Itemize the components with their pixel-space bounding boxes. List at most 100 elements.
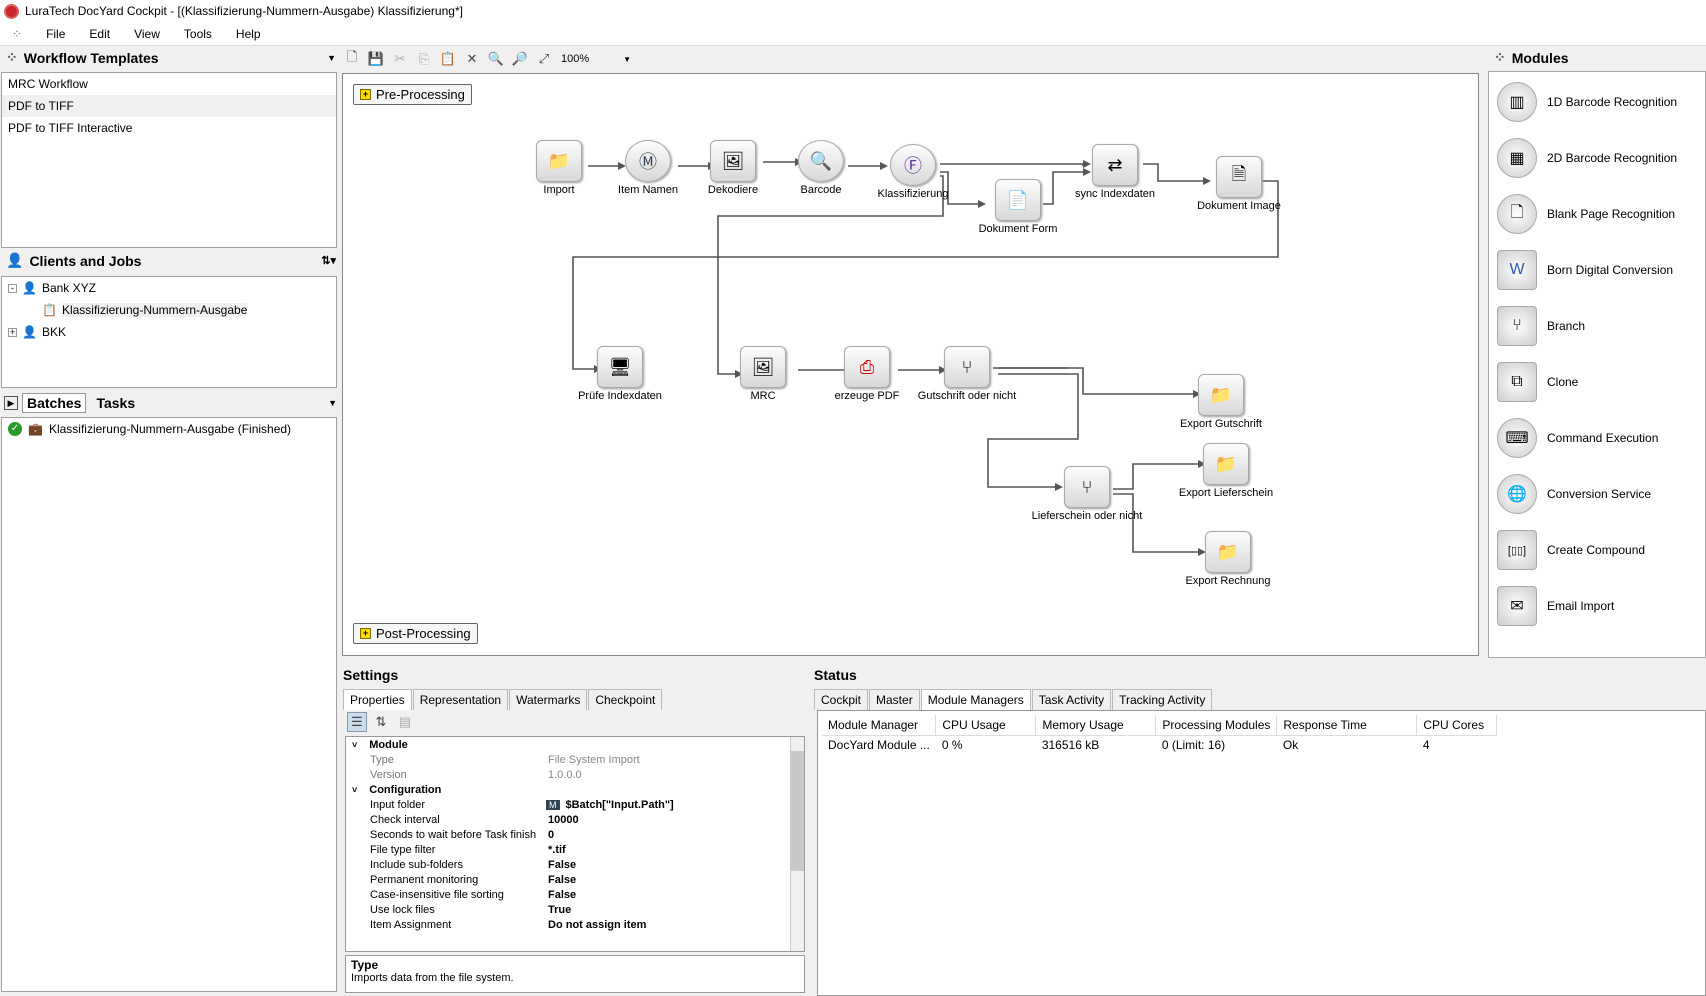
template-item[interactable]: PDF to TIFF <box>2 95 336 117</box>
group-post-processing[interactable]: +Post-Processing <box>353 623 478 644</box>
module-command-execution[interactable]: ⌨Command Execution <box>1497 418 1658 458</box>
prop-value[interactable]: 10000 <box>548 813 579 826</box>
table-row[interactable]: DocYard Module ... 0 % 316516 kB 0 (Limi… <box>822 735 1497 755</box>
prop-value[interactable]: $Batch["Input.Path"] <box>565 798 674 811</box>
column-header[interactable]: Processing Modules <box>1155 715 1278 736</box>
tab-cockpit[interactable]: Cockpit <box>814 689 869 710</box>
section-configuration[interactable]: ˅Configuration <box>346 782 804 797</box>
tab-task-activity[interactable]: Task Activity <box>1031 689 1112 710</box>
new-icon[interactable]: 🗋 <box>346 49 358 64</box>
tab-properties[interactable]: Properties <box>343 689 412 710</box>
node-gutschrift[interactable]: ⑂Gutschrift oder nicht <box>912 346 1022 402</box>
expand-icon[interactable]: + <box>360 89 371 100</box>
chevron-down-icon[interactable]: ˅ <box>352 784 358 795</box>
fit-icon[interactable]: ⤢ <box>538 51 550 66</box>
template-item[interactable]: PDF to TIFF Interactive <box>8 121 133 135</box>
paste-icon[interactable]: 📋 <box>439 51 457 66</box>
menu-tools[interactable]: Tools <box>183 26 212 41</box>
group-pre-processing[interactable]: +Pre-Processing <box>353 84 472 105</box>
zoom-out-icon[interactable]: 🔎 <box>511 51 529 66</box>
node-sync-indexdaten[interactable]: ⇄sync Indexdaten <box>1060 144 1170 200</box>
node-dokument-form[interactable]: 📄Dokument Form <box>963 179 1073 235</box>
module-1d-barcode[interactable]: ▥1D Barcode Recognition <box>1497 82 1677 122</box>
prop-value[interactable]: False <box>548 873 577 886</box>
prop-row[interactable]: File type filter*.tif <box>346 842 804 857</box>
workflow-canvas[interactable]: +Pre-Processing +Post-Processing 📁Import… <box>342 73 1479 656</box>
menu-file[interactable]: File <box>46 26 66 41</box>
menu-edit[interactable]: Edit <box>89 26 111 41</box>
section-module[interactable]: ˅Module <box>346 737 804 752</box>
tree-node-bank[interactable]: -👤Bank XYZ <box>2 277 336 299</box>
module-clone[interactable]: ⧉Clone <box>1497 362 1578 402</box>
tree-node-job[interactable]: 📋Klassifizierung-Nummern-Ausgabe <box>2 299 336 321</box>
alphabetical-icon[interactable]: ⇅ <box>375 714 387 729</box>
property-pages-icon[interactable]: ▤ <box>398 714 412 729</box>
prop-value[interactable]: False <box>548 858 577 871</box>
tab-batches[interactable]: Batches <box>22 392 87 413</box>
copy-icon[interactable]: ⎘ <box>418 51 430 66</box>
dropdown-arrow-icon[interactable]: ▼ <box>327 52 336 63</box>
column-header[interactable]: Module Manager <box>822 715 937 736</box>
play-icon[interactable]: ▶ <box>4 395 18 410</box>
prop-value[interactable]: Do not assign item <box>548 918 647 931</box>
column-header[interactable]: Memory Usage <box>1035 715 1157 736</box>
node-erzeuge-pdf[interactable]: ⎙erzeuge PDF <box>812 346 922 402</box>
sort-icon[interactable]: ⇅▾ <box>321 255 336 267</box>
column-header[interactable]: CPU Cores <box>1416 715 1498 736</box>
tab-module-managers[interactable]: Module Managers <box>920 689 1031 710</box>
scrollbar-thumb[interactable] <box>791 751 804 871</box>
tab-master[interactable]: Master <box>869 689 920 710</box>
zoom-select[interactable]: 100%▼ <box>558 50 634 68</box>
tab-tasks[interactable]: Tasks <box>96 394 136 411</box>
menu-view[interactable]: View <box>134 26 160 41</box>
template-item[interactable]: MRC Workflow <box>8 77 88 91</box>
module-conversion-service[interactable]: 🌐Conversion Service <box>1497 474 1651 514</box>
prop-value[interactable]: *.tif <box>548 843 566 856</box>
node-lieferschein[interactable]: ⑂Lieferschein oder nicht <box>1032 466 1142 522</box>
dropdown-arrow-icon[interactable]: ▼ <box>328 397 337 408</box>
module-email-import[interactable]: ✉Email Import <box>1497 586 1614 626</box>
prop-value[interactable]: 0 <box>548 828 555 841</box>
prop-value[interactable]: True <box>548 903 572 916</box>
delete-icon[interactable]: ✕ <box>466 51 478 66</box>
tree-node-bkk[interactable]: +👤BKK <box>2 321 336 343</box>
node-export-lieferschein[interactable]: 📁Export Lieferschein <box>1171 443 1281 499</box>
module-branch[interactable]: ⑂Branch <box>1497 306 1585 346</box>
expand-icon[interactable]: + <box>8 326 17 337</box>
module-create-compound[interactable]: [▯▯]Create Compound <box>1497 530 1645 570</box>
collapse-icon[interactable]: - <box>8 283 17 293</box>
module-2d-barcode[interactable]: ▦2D Barcode Recognition <box>1497 138 1677 178</box>
prop-value[interactable]: False <box>548 888 577 901</box>
node-export-gutschrift[interactable]: 📁Export Gutschrift <box>1166 374 1276 430</box>
menu-help[interactable]: Help <box>235 26 261 41</box>
column-header[interactable]: Response Time <box>1276 715 1418 736</box>
batch-item[interactable]: ✓💼Klassifizierung-Nummern-Ausgabe (Finis… <box>2 418 336 440</box>
tab-representation[interactable]: Representation <box>412 689 509 710</box>
node-mrc[interactable]: 🖼MRC <box>708 346 818 402</box>
tab-tracking-activity[interactable]: Tracking Activity <box>1112 689 1213 710</box>
cut-icon[interactable]: ✂ <box>394 51 406 66</box>
node-barcode[interactable]: 🔍Barcode <box>766 140 876 196</box>
node-dokument-image[interactable]: 🗎Dokument Image <box>1184 156 1294 212</box>
save-icon[interactable]: 💾 <box>367 51 385 66</box>
categorized-icon[interactable]: ☰ <box>347 712 367 732</box>
module-blank-page[interactable]: 🗋Blank Page Recognition <box>1497 194 1675 234</box>
chevron-down-icon[interactable]: ˅ <box>352 739 358 750</box>
tab-checkpoint[interactable]: Checkpoint <box>588 689 663 710</box>
node-import[interactable]: 📁Import <box>504 140 614 196</box>
node-dekodiere[interactable]: 🖼Dekodiere <box>678 140 788 196</box>
column-header[interactable]: CPU Usage <box>935 715 1037 736</box>
vertical-scrollbar[interactable] <box>790 737 804 951</box>
